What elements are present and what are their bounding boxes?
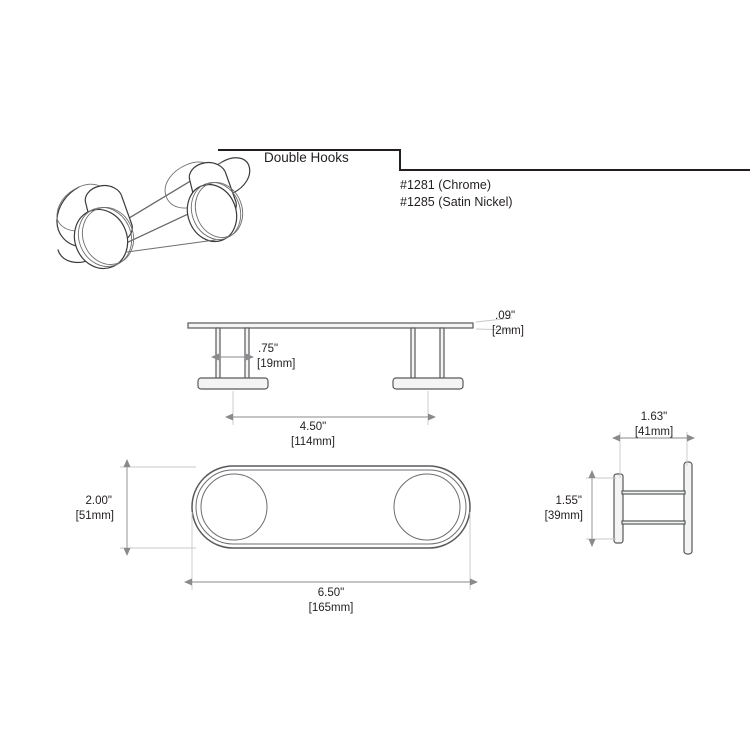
dim-plate-thickness-metric: [2mm]	[492, 325, 524, 337]
sku-satin-nickel: #1285 (Satin Nickel)	[400, 195, 513, 209]
plan-hook-circle-right	[393, 473, 461, 541]
dim-knob-height-metric: [39mm]	[545, 510, 583, 522]
dim-knob-height-inches: 1.55"	[556, 495, 582, 507]
elevation-post-left	[215, 327, 250, 380]
iso-hook-left-knob	[73, 207, 135, 270]
dim-projection-depth: 1.63" [41mm]	[612, 411, 695, 478]
plan-bottom-view: 2.00" [51mm] 6.50" [165mm]	[76, 459, 478, 614]
dim-hook-spacing-inches: 4.50"	[300, 421, 326, 433]
page-title: Double Hooks	[264, 150, 349, 165]
plan-plate-inner-edge	[195, 469, 467, 545]
front-elevation-view: .09" [2mm] .75" [19mm] 4.50" [114mm]	[187, 310, 524, 448]
dim-plate-width-inches: 2.00"	[86, 495, 112, 507]
elevation-post-right	[410, 327, 445, 380]
sku-chrome: #1281 (Chrome)	[400, 178, 491, 192]
plan-hook-circle-left	[200, 473, 268, 541]
dim-plate-width-metric: [51mm]	[76, 510, 114, 522]
iso-hook-right-knob	[186, 182, 244, 243]
isometric-product-view	[56, 157, 251, 270]
dim-plate-length-inches: 6.50"	[318, 587, 344, 599]
elevation-top-plate	[187, 322, 474, 329]
plan-plate-outline	[191, 465, 471, 549]
side-shaft	[621, 490, 686, 525]
dim-hook-spacing-metric: [114mm]	[291, 436, 335, 448]
dim-post-diameter: .75" [19mm]	[211, 343, 295, 370]
dim-projection-depth-inches: 1.63"	[641, 411, 667, 423]
elevation-knob-right	[392, 377, 464, 390]
dim-knob-height: 1.55" [39mm]	[545, 470, 616, 547]
dim-plate-width: 2.00" [51mm]	[76, 459, 196, 556]
side-elevation-view: 1.63" [41mm] 1.55" [39mm]	[545, 411, 695, 555]
dim-plate-length: 6.50" [165mm]	[184, 512, 478, 614]
side-mount-base	[613, 473, 624, 544]
dim-post-diameter-inches: .75"	[258, 343, 278, 355]
dim-hook-spacing: 4.50" [114mm]	[225, 391, 436, 448]
dim-projection-depth-metric: [41mm]	[635, 426, 673, 438]
elevation-knob-left	[197, 377, 269, 390]
dim-plate-thickness: .09" [2mm]	[475, 310, 524, 337]
dim-plate-length-metric: [165mm]	[309, 602, 354, 614]
header-step-rule	[218, 149, 750, 171]
dim-post-diameter-metric: [19mm]	[257, 358, 295, 370]
dim-plate-thickness-inches: .09"	[495, 310, 515, 322]
side-knob-disc	[683, 461, 693, 555]
